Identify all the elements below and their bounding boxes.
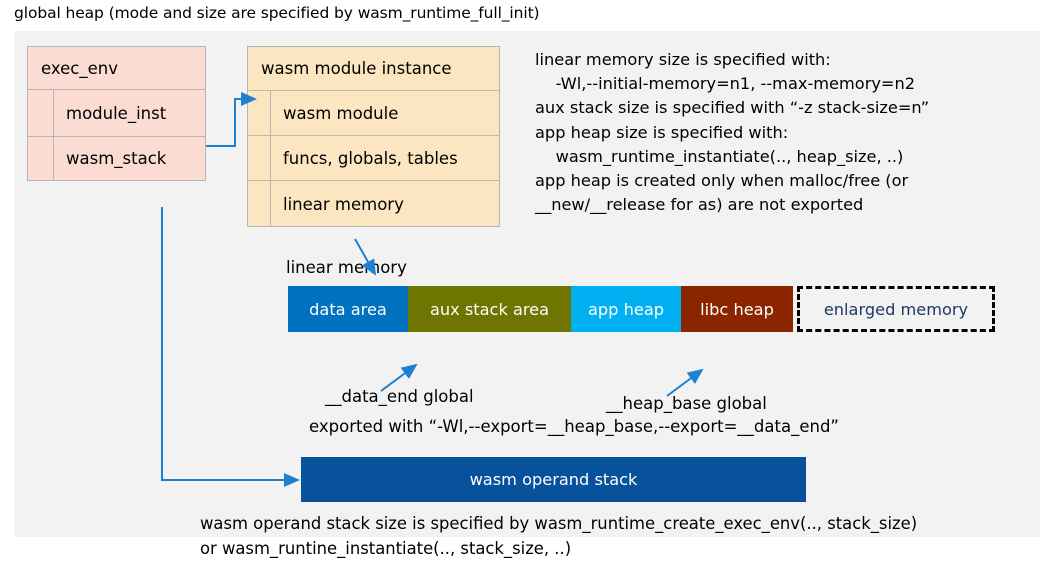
arrow-wasm-stack-to-operand-stack xyxy=(161,207,300,487)
diagram-canvas: exec_env module_inst wasm_stack wasm mod… xyxy=(14,31,1040,558)
struct-gutter xyxy=(28,137,54,180)
heap-base-global-note: __heap_base global xyxy=(606,394,767,413)
memory-segment-libc-heap: libc heap xyxy=(681,286,793,332)
memory-segment-data-area: data area xyxy=(288,286,408,332)
struct-gutter xyxy=(248,136,271,180)
wasm-operand-stack-box: wasm operand stack xyxy=(301,457,806,502)
wasm-module-instance-box: wasm module instance wasm module funcs, … xyxy=(247,46,500,227)
linear-memory-notes: linear memory size is specified with: -W… xyxy=(535,50,930,215)
memory-segment-aux-stack-area: aux stack area xyxy=(408,286,571,332)
struct-gutter xyxy=(28,90,54,136)
memory-segment-enlarged-memory: enlarged memory xyxy=(797,286,995,332)
wasm-module-instance-field-wasm-module-label: wasm module xyxy=(283,103,399,123)
wasm-module-instance-field-funcs: funcs, globals, tables xyxy=(248,136,499,181)
wasm-module-instance-field-linear-memory-label: linear memory xyxy=(283,194,404,214)
export-flags-note: exported with “-Wl,--export=__heap_base,… xyxy=(309,417,839,436)
exec-env-box: exec_env module_inst wasm_stack xyxy=(27,46,206,181)
struct-gutter xyxy=(248,181,271,227)
exec-env-field-module-inst-label: module_inst xyxy=(66,103,167,123)
wasm-module-instance-field-linear-memory: linear memory xyxy=(248,181,499,227)
struct-gutter xyxy=(248,91,271,135)
page-title: global heap (mode and size are specified… xyxy=(14,4,540,22)
operand-stack-notes: wasm operand stack size is specified by … xyxy=(200,514,918,558)
exec-env-header: exec_env xyxy=(28,47,205,90)
arrow-heap-base-pointer xyxy=(666,368,704,397)
data-end-global-note: __data_end global xyxy=(325,387,474,406)
linear-memory-caption: linear memory xyxy=(286,258,407,277)
exec-env-field-wasm-stack-label: wasm_stack xyxy=(66,149,167,168)
wasm-module-instance-field-wasm-module: wasm module xyxy=(248,91,499,136)
exec-env-field-wasm-stack: wasm_stack xyxy=(28,137,205,180)
wasm-module-instance-field-funcs-label: funcs, globals, tables xyxy=(283,148,458,168)
memory-segment-app-heap: app heap xyxy=(571,286,681,332)
exec-env-field-module-inst: module_inst xyxy=(28,90,205,137)
wasm-module-instance-header: wasm module instance xyxy=(248,47,499,91)
